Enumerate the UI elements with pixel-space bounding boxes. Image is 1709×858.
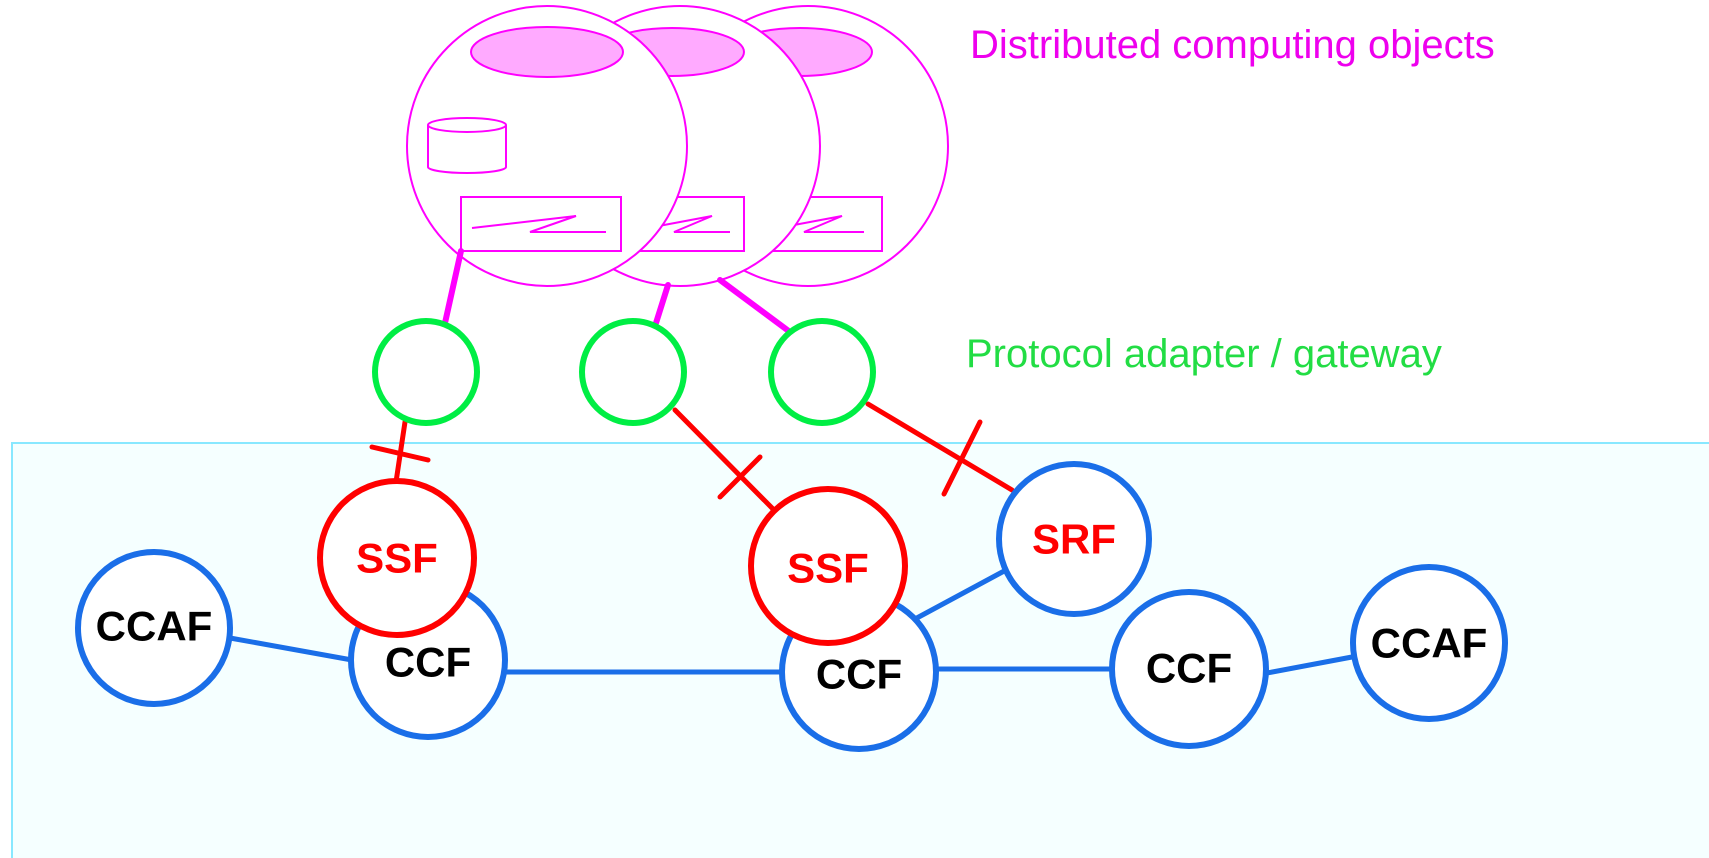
ccf-left-label: CCF (385, 639, 471, 686)
protocol-adapter-3 (768, 318, 876, 426)
ccaf-left-node (75, 549, 233, 707)
database-icon (427, 117, 507, 174)
srf-node (996, 461, 1152, 617)
computing-object-1 (406, 5, 688, 287)
ssf-nodes (317, 478, 908, 646)
protocol-adapter-2 (579, 318, 687, 426)
network-nodes (75, 461, 1508, 752)
ccf-right-label: CCF (1146, 645, 1232, 692)
ssf-left-label: SSF (356, 535, 438, 582)
protocol-adapter-label: Protocol adapter / gateway (966, 332, 1442, 376)
network-links (227, 567, 1355, 676)
ccf-right-node (1109, 589, 1269, 749)
ssf-mid-node (748, 486, 908, 646)
distributed-objects-cluster (406, 5, 949, 287)
distributed-objects-label: Distributed computing objects (970, 23, 1495, 67)
object-adapter-links (442, 248, 793, 335)
srf-label: SRF (1032, 516, 1116, 563)
ccaf-right-label: CCAF (1371, 620, 1488, 667)
protocol-adapter-1 (372, 318, 480, 426)
ccf-mid-label: CCF (816, 651, 902, 698)
ssf-mid-label: SSF (787, 545, 869, 592)
protocol-adapters (372, 318, 876, 426)
signaling-links (369, 401, 1015, 513)
ccaf-left-label: CCAF (96, 603, 213, 650)
ssf-left-node (317, 478, 477, 638)
ccaf-right-node (1350, 564, 1508, 722)
